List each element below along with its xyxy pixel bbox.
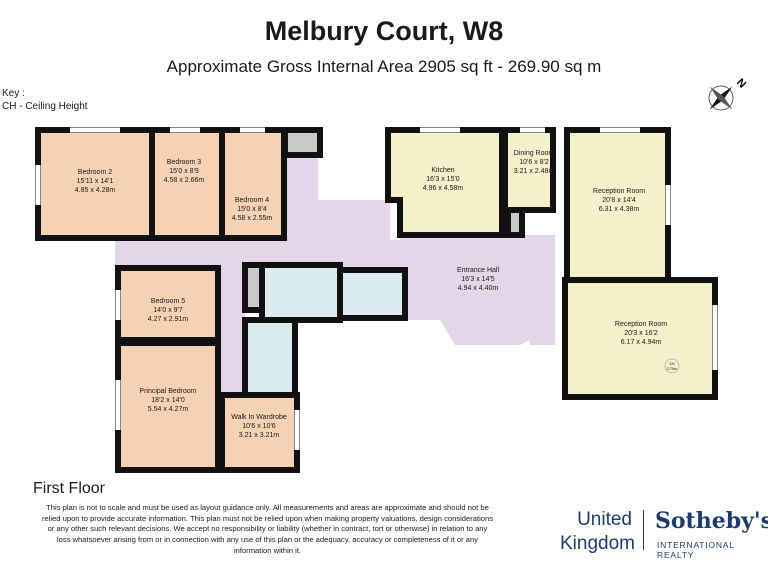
room-name: Bedroom 2	[77, 169, 113, 176]
walls	[35, 127, 718, 473]
brand-tagline: INTERNATIONAL REALTY	[657, 540, 735, 560]
room-label: Bedroom 2 15'11 x 14'1 4.85 x 4.28m	[75, 168, 115, 195]
room-metric: 3.21 x 3.21m	[238, 432, 280, 439]
room-name: Entrance Hall	[456, 267, 500, 274]
room-bathroom	[259, 262, 343, 323]
ceiling-height-marker: CH 2.70m	[664, 358, 680, 374]
room-name: Bedroom 5	[150, 298, 186, 305]
windows	[35, 127, 718, 450]
cupboard	[282, 127, 323, 158]
room-metric: 5.54 x 4.27m	[147, 406, 189, 413]
room-imperial: 10'6 x 8'2	[519, 159, 549, 166]
brand-divider	[643, 510, 644, 550]
room-metric: 4.96 x 4.58m	[422, 185, 464, 192]
disclaimer: This plan is not to scale and must be us…	[41, 503, 494, 555]
brand-region-line1: United	[577, 509, 632, 530]
room-name: Reception Room	[614, 321, 668, 328]
room-imperial: 10'6 x 10'6	[242, 423, 276, 430]
room-imperial: 15'11 x 14'1	[76, 178, 114, 185]
compass-north-label: N	[734, 76, 748, 90]
room-metric: 3.21 x 2.48m	[513, 168, 555, 175]
room-dining	[502, 127, 556, 213]
brand-region: United Kingdom	[560, 508, 635, 556]
ch-label: CH	[669, 362, 675, 366]
room-label: Entrance Hall 16'3 x 14'5 4.94 x 4.40m	[457, 266, 499, 293]
room-name: Principal Bedroom	[139, 388, 197, 395]
room-label: Principal Bedroom 18'2 x 14'0 5.54 x 4.27m	[139, 387, 196, 414]
room-metric: 4.58 x 2.66m	[163, 177, 205, 184]
room-bedroom-3	[149, 127, 225, 241]
room-imperial: 16'3 x 15'0	[426, 176, 460, 183]
room-label: Reception Room 20'3 x 16'2 6.17 x 4.94m	[615, 320, 667, 347]
area-subtitle: Approximate Gross Internal Area 2905 sq …	[166, 57, 602, 76]
room-name: Reception Room	[592, 188, 646, 195]
room-metric: 4.85 x 4.28m	[74, 187, 116, 194]
linen-cupboard	[242, 262, 265, 313]
room-name: Dining Room	[513, 150, 555, 157]
page-title: Melbury Court, W8	[264, 16, 504, 46]
room-principal-bedroom	[115, 340, 221, 473]
room-imperial: 20'3 x 16'2	[624, 330, 658, 337]
hall-cupboard	[505, 207, 525, 238]
compass-icon: N	[708, 76, 748, 111]
room-label: Bedroom 3 15'0 x 8'9 4.58 x 2.66m	[164, 158, 204, 185]
room-name: Bedroom 3	[166, 159, 202, 166]
room-imperial: 16'3 x 14'5	[461, 276, 495, 283]
room-name: Kitchen	[431, 167, 455, 174]
room-metric: 4.58 x 2.55m	[231, 215, 273, 222]
room-imperial: 15'0 x 8'9	[169, 168, 199, 175]
room-metric: 6.31 x 4.38m	[598, 206, 640, 213]
room-metric: 6.17 x 4.94m	[620, 339, 662, 346]
room-label: Kitchen 16'3 x 15'0 4.96 x 4.58m	[423, 166, 463, 193]
floor-label: First Floor	[33, 480, 105, 497]
brand-region-line2: Kingdom	[560, 533, 635, 554]
room-name: Walk In Wardrobe	[231, 414, 287, 421]
key-heading: Key :	[2, 88, 25, 99]
room-reception-2	[562, 277, 718, 400]
key-item-ceiling-height: CH - Ceiling Height	[2, 101, 88, 112]
room-ensuite	[242, 317, 298, 398]
ch-value: 2.70m	[667, 367, 677, 371]
room-label: Bedroom 4 15'0 x 8'4 4.58 x 2.55m	[232, 196, 272, 223]
room-label: Reception Room 20'8 x 14'4 6.31 x 4.38m	[593, 187, 645, 214]
room-name: Bedroom 4	[234, 197, 270, 204]
room-imperial: 14'0 x 9'7	[153, 307, 183, 314]
room-imperial: 20'8 x 14'4	[602, 197, 636, 204]
room-metric: 4.94 x 4.40m	[457, 285, 499, 292]
room-label: Walk In Wardrobe 10'6 x 10'6 3.21 x 3.21m	[231, 413, 287, 440]
room-walk-in-wardrobe	[219, 392, 300, 473]
room-label: Bedroom 5 14'0 x 9'7 4.27 x 2.91m	[148, 297, 188, 324]
room-imperial: 15'0 x 8'4	[237, 206, 267, 213]
room-imperial: 18'2 x 14'0	[151, 397, 185, 404]
room-label: Dining Room 10'6 x 8'2 3.21 x 2.48m	[514, 149, 554, 176]
brand-logo: Sotheby's	[655, 508, 768, 534]
room-corridor	[115, 155, 555, 395]
room-shower-room	[337, 267, 408, 321]
room-metric: 4.27 x 2.91m	[147, 316, 189, 323]
